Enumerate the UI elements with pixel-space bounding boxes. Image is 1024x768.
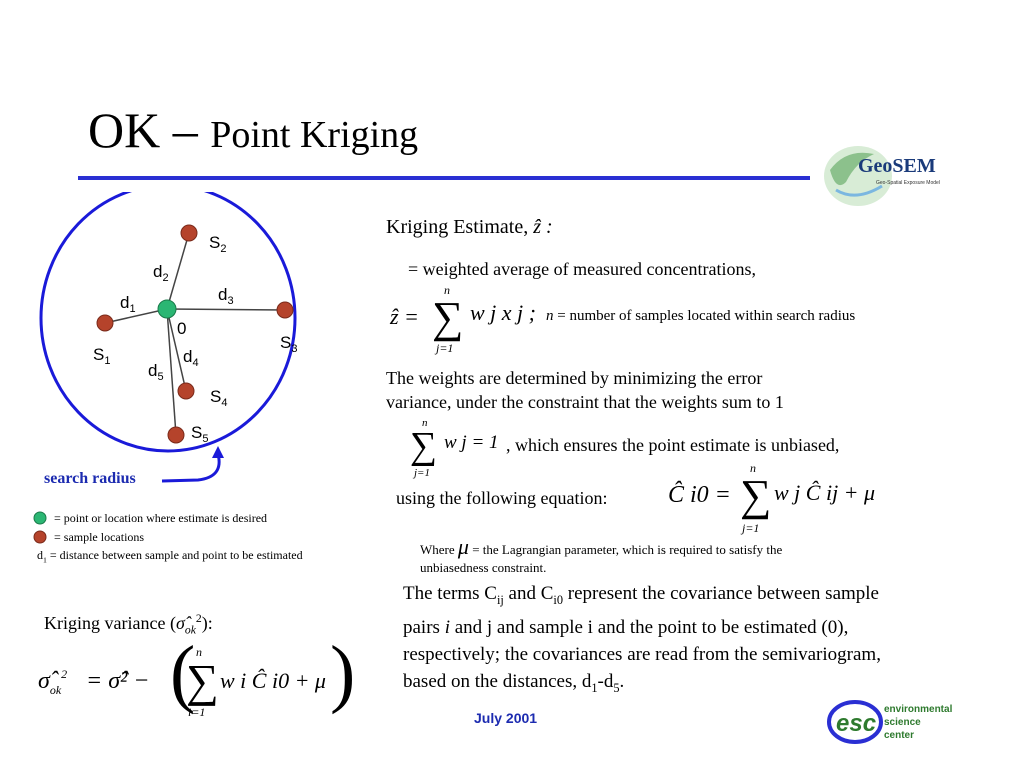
sample-point-s1 [96, 314, 114, 332]
sample-point-s3 [276, 301, 294, 319]
label-d3: d3 [218, 285, 234, 307]
svg-text:esc: esc [836, 710, 876, 737]
left-paren: ( [170, 636, 195, 715]
variance-formula: σ̂ok2 = σ̂² − ( ∑ n i=1 w i Ĉ i0 + μ ) [38, 636, 355, 719]
legend-center-text: = point or location where estimate is de… [54, 511, 268, 525]
svg-text:n: n [750, 461, 756, 475]
variance-heading: Kriging variance (σ̂ok2): [44, 612, 213, 637]
label-d4: d4 [183, 347, 199, 369]
sigma-ok-hat: σ̂ok2 [38, 667, 67, 697]
label-s1: S1 [93, 345, 110, 367]
lagrangian-note: Where μ = the Lagrangian parameter, whic… [420, 534, 783, 576]
svg-text:w j = 1: w j = 1 [444, 432, 499, 453]
esc-ring-icon [827, 700, 883, 744]
svg-text:i=1: i=1 [188, 705, 205, 719]
svg-text:j=1: j=1 [434, 341, 453, 355]
svg-text:∑: ∑ [410, 425, 437, 467]
legend-markers [33, 511, 47, 544]
svg-text:n: n [422, 417, 428, 429]
estimate-line1: = weighted average of measured concentra… [408, 259, 757, 279]
covariance-equation: Ĉ i0 = ∑ n j=1 w j Ĉ ij + μ [668, 461, 875, 535]
sample-point-s5 [167, 426, 185, 444]
unbiased-text: , which ensures the point estimate is un… [506, 435, 840, 455]
geosem-logo-name: GeoSEM [858, 155, 936, 177]
n-note: n = number of samples located within sea… [546, 308, 856, 324]
search-radius-diagram: S2 S3 S1 S4 S5 d2 d3 d1 d4 d5 0 [39, 192, 297, 483]
label-d1: d1 [120, 293, 136, 315]
sample-point-s4 [177, 382, 195, 400]
weights-text: The weights are determined by minimizing… [386, 368, 784, 412]
sum-constraint-formula: ∑ n j=1 w j = 1 [410, 417, 499, 479]
estimate-point [157, 299, 177, 319]
svg-text:∑: ∑ [740, 471, 771, 520]
estimate-heading: Kriging Estimate, ẑ : [386, 216, 553, 238]
label-d2: d2 [153, 262, 169, 284]
label-s3: S3 [280, 333, 297, 355]
svg-text:environmental: environmental [884, 704, 953, 715]
svg-text:n: n [196, 645, 202, 659]
legend-sample-marker [33, 530, 47, 544]
search-circle [39, 192, 297, 453]
right-paren: ) [330, 636, 355, 715]
legend-distance-text: d1 = distance between sample and point t… [37, 548, 303, 565]
slide-title: OK – Point Kriging [88, 100, 418, 165]
search-radius-arrow [161, 453, 221, 483]
svg-text:= σ̂² −: = σ̂² − [86, 668, 149, 694]
svg-text:∑: ∑ [186, 655, 219, 706]
svg-text:w i Ĉ i0 + μ: w i Ĉ i0 + μ [220, 668, 326, 693]
label-s2: S2 [209, 233, 226, 255]
slide-date: July 2001 [474, 710, 538, 726]
covariance-text: The terms Cij and Ci0 represent the cova… [403, 583, 881, 695]
svg-text:j=1: j=1 [740, 521, 759, 535]
svg-text:j=1: j=1 [412, 467, 430, 479]
label-s5: S5 [191, 423, 208, 445]
legend-sample-text: = sample locations [54, 530, 145, 544]
svg-text:Ĉ i0 =: Ĉ i0 = [668, 481, 731, 508]
title-sub: Point Kriging [210, 114, 419, 156]
using-text: using the following equation: [396, 488, 608, 508]
legend-center-marker [33, 511, 47, 525]
esc-logo: esc environmental science center [827, 700, 953, 744]
search-radius-label: search radius [44, 470, 136, 487]
label-s4: S4 [210, 387, 227, 409]
geosem-logo: GeoSEM Geo-Spatial Exposure Model [824, 146, 940, 206]
svg-text:science: science [884, 717, 921, 728]
svg-text:center: center [884, 730, 914, 741]
svg-text:n: n [444, 283, 450, 297]
svg-text:ẑ =: ẑ = [389, 304, 419, 329]
title-underline [78, 176, 810, 180]
label-center: 0 [177, 319, 186, 338]
estimate-formula: ẑ = ∑ n j=1 w j x j ; [389, 283, 536, 355]
sample-point-s2 [180, 224, 198, 242]
svg-text:w j x j ;: w j x j ; [470, 300, 536, 325]
title-main: OK – [88, 102, 211, 158]
svg-text:w j Ĉ ij + μ: w j Ĉ ij + μ [774, 480, 875, 505]
sum-symbol: ∑ [432, 293, 463, 342]
distance-lines [104, 232, 286, 436]
label-d5: d5 [148, 361, 164, 383]
geosem-logo-tagline: Geo-Spatial Exposure Model [876, 180, 940, 186]
